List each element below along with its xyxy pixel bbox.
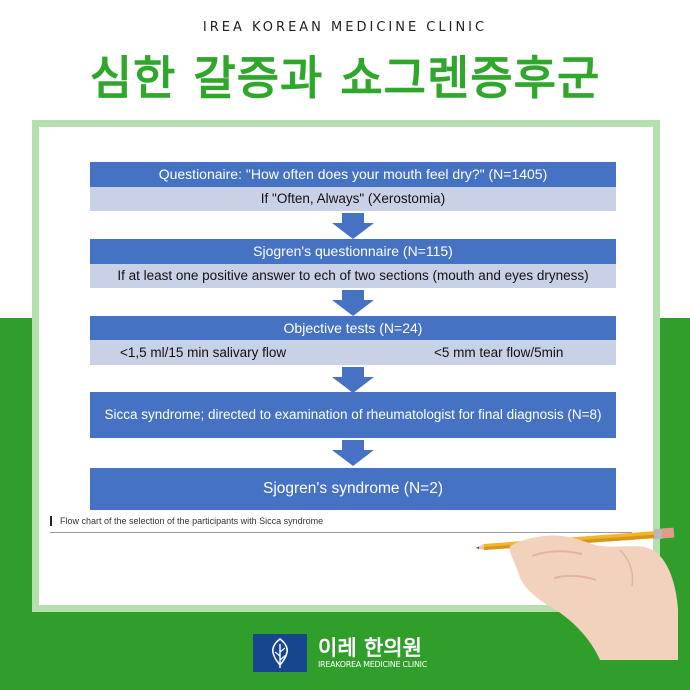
flow-step-2-title: Sjogren's questionnaire (N=115) — [90, 239, 616, 264]
flow-step-1-note-text: If "Often, Always" (Xerostomia) — [260, 191, 446, 206]
flow-step-4-title-text: Sicca syndrome; directed to examination … — [104, 407, 602, 422]
flow-step-1-note: If "Often, Always" (Xerostomia) — [90, 187, 616, 211]
flow-arrow-stem-1 — [342, 213, 364, 223]
flow-step-2-note-text: If at least one positive answer to ech o… — [117, 268, 589, 283]
flow-arrow-stem-3 — [342, 367, 364, 377]
flow-arrow-down-icon — [332, 300, 374, 316]
flow-arrow-down-icon — [332, 223, 374, 239]
hand-icon — [509, 535, 678, 660]
flow-step-3-title: Objective tests (N=24) — [90, 316, 616, 340]
hand-holding-pencil-illustration — [476, 527, 678, 660]
flow-step-3-title-text: Objective tests (N=24) — [283, 320, 423, 336]
flow-step-4-title: Sicca syndrome; directed to examination … — [90, 392, 616, 438]
flow-step-3-note: <1,5 ml/15 min salivary flow <5 mm tear … — [90, 340, 616, 365]
flow-arrow-stem-2 — [342, 290, 364, 300]
flow-step-2-note: If at least one positive answer to ech o… — [90, 264, 616, 288]
clinic-logo — [253, 634, 307, 672]
flow-step-3-note-right: <5 mm tear flow/5min — [434, 345, 564, 360]
flow-step-1-title-text: Questionaire: "How often does your mouth… — [158, 166, 548, 182]
clinic-name: IREA KOREAN MEDICINE CLINIC — [202, 20, 488, 35]
flow-arrow-down-icon — [332, 450, 374, 466]
footer-clinic-subtitle: IREAKOREA MEDICINE CLINIC — [318, 660, 428, 669]
leaf-icon — [272, 637, 288, 668]
flow-arrow-stem-4 — [342, 440, 364, 450]
flow-step-1-title: Questionaire: "How often does your mouth… — [90, 162, 616, 187]
flow-step-5-title-text: Sjogren's syndrome (N=2) — [263, 480, 443, 497]
footer-clinic-name: 이레 한의원 — [318, 636, 422, 660]
flow-step-3-note-left: <1,5 ml/15 min salivary flow — [120, 345, 287, 360]
caption-divider — [50, 532, 632, 533]
page-title: 심한 갈증과 쇼그렌증후군 — [89, 51, 601, 105]
figure-caption: Flow chart of the selection of the parti… — [60, 516, 324, 526]
flow-step-5-title: Sjogren's syndrome (N=2) — [90, 468, 616, 510]
flow-arrow-down-icon — [332, 377, 374, 393]
flow-step-2-title-text: Sjogren's questionnaire (N=115) — [253, 243, 453, 259]
caption-marker — [50, 516, 52, 526]
